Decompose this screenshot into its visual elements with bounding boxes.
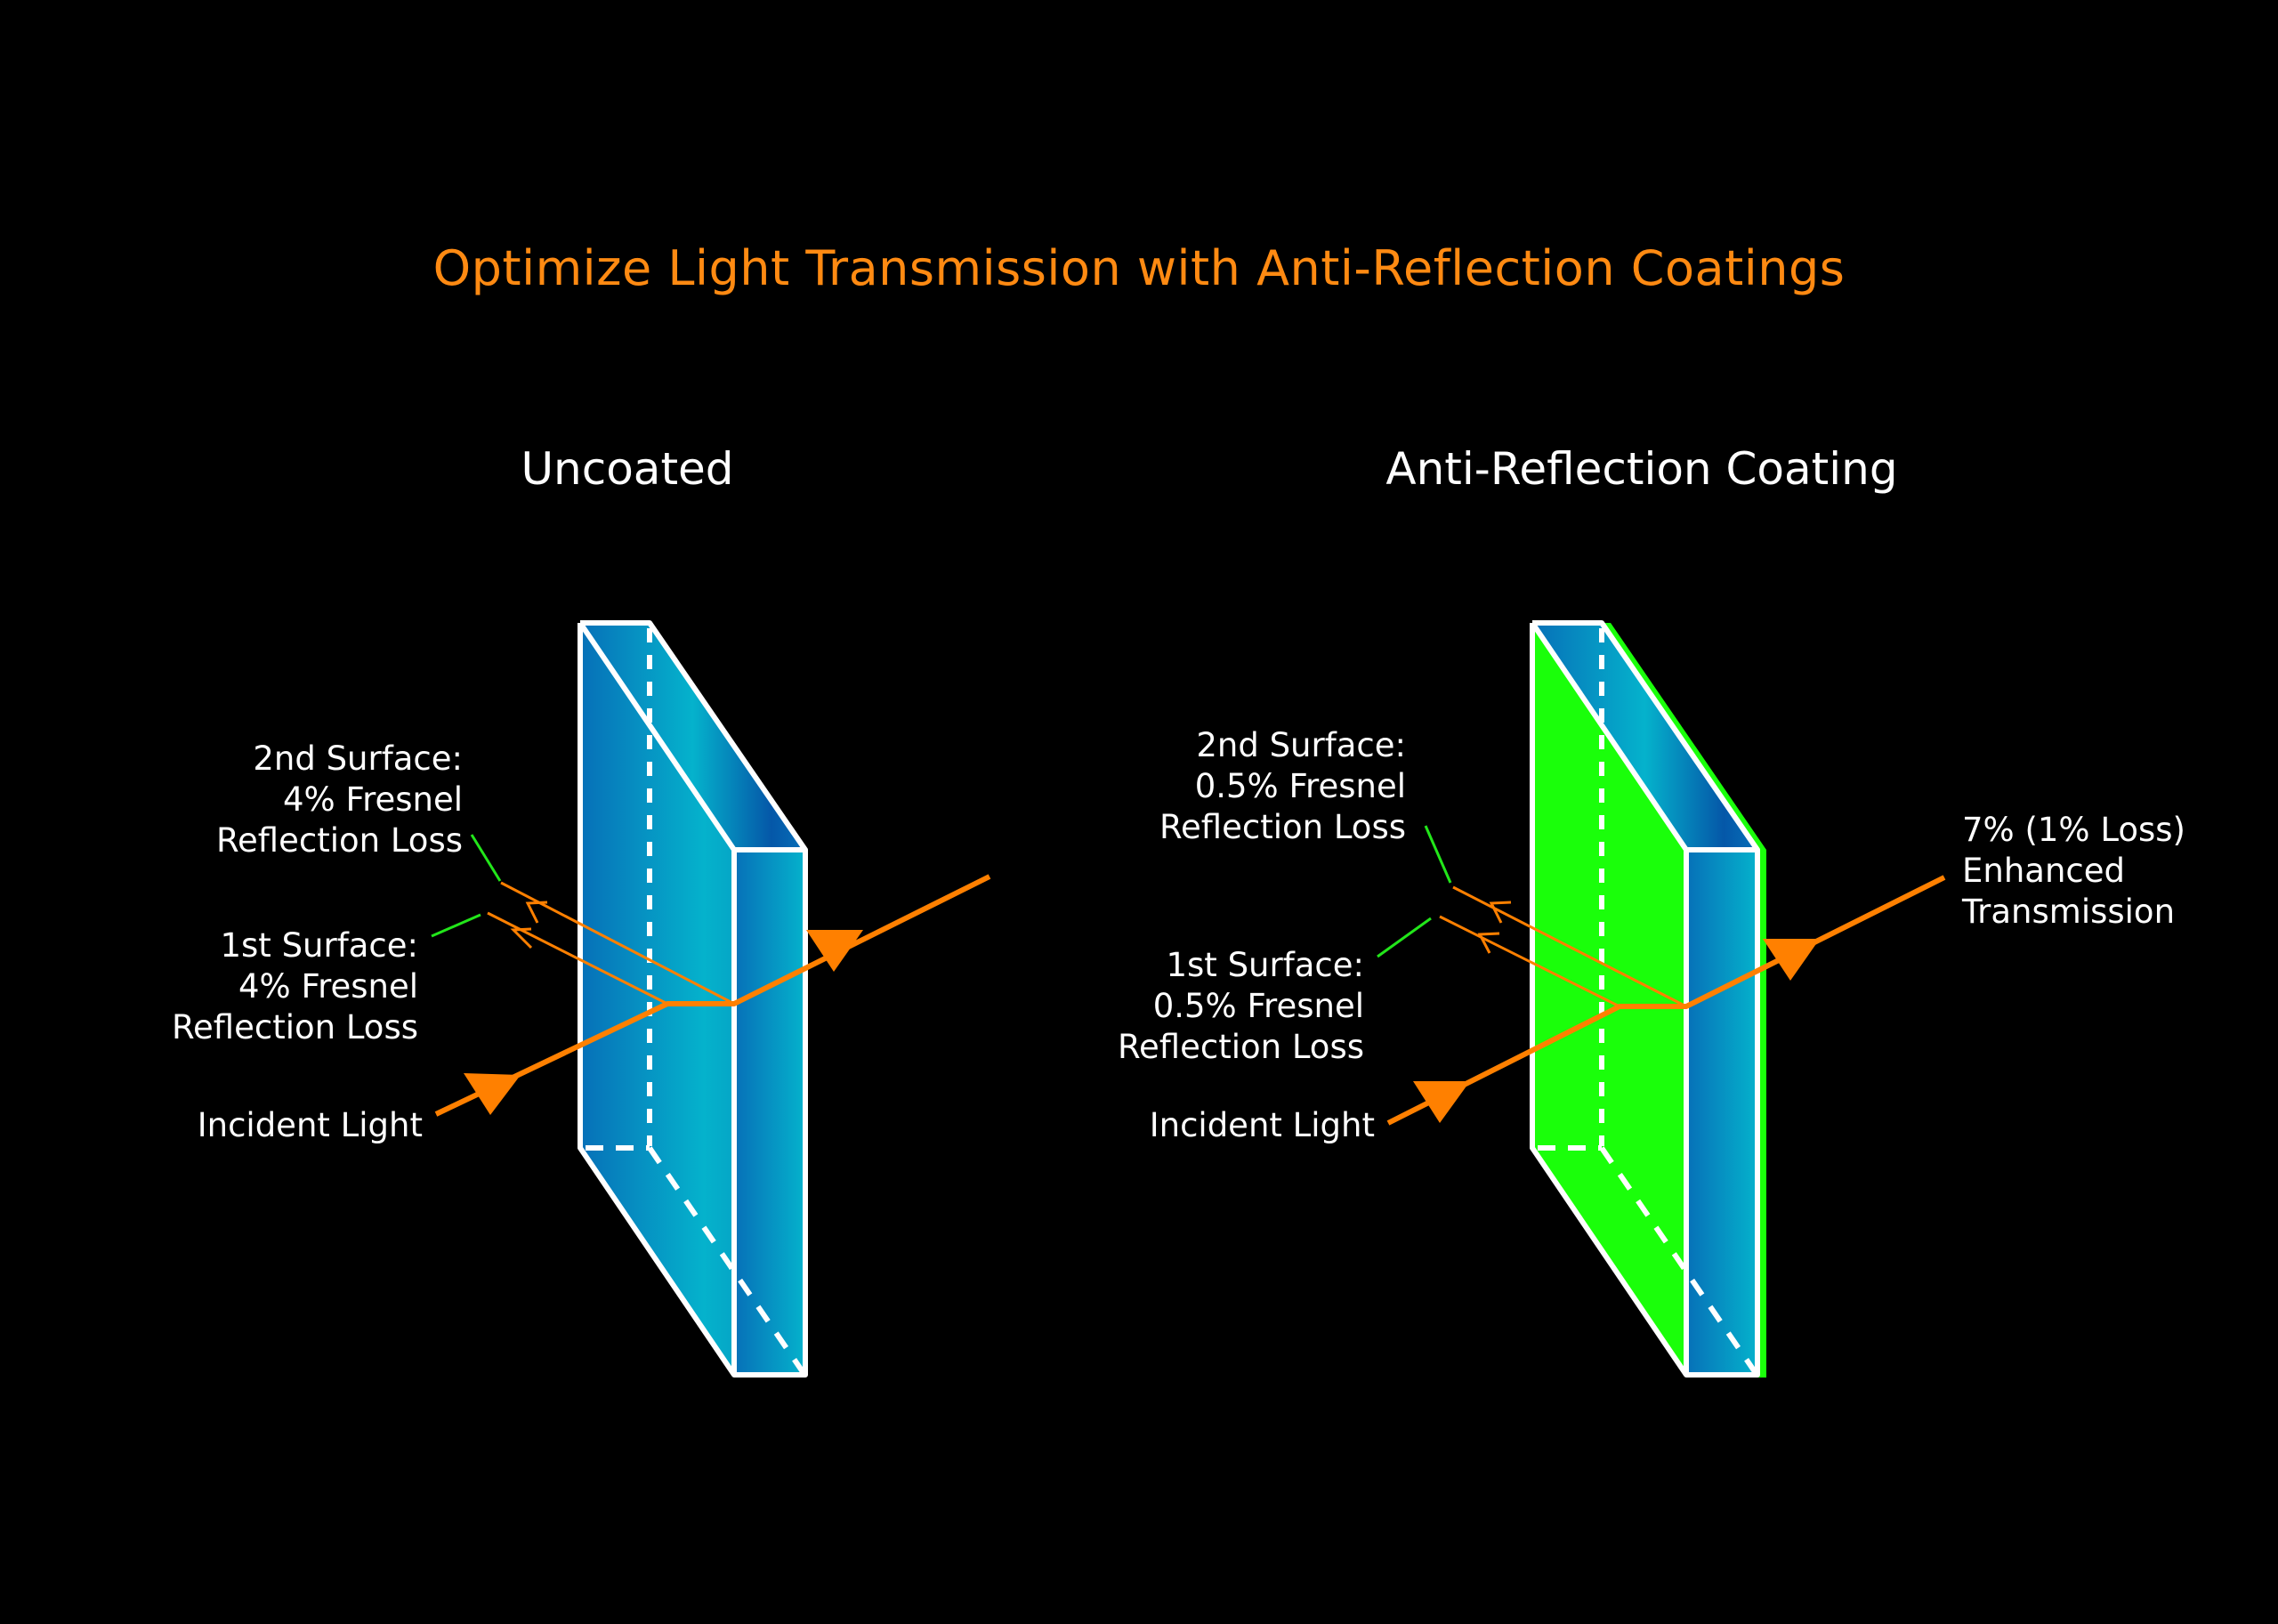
transmitted-arrowhead (806, 930, 863, 972)
hidden-edge (647, 1146, 806, 1375)
label-line: 4% Fresnel (283, 780, 463, 819)
reflection-arrowhead (1489, 901, 1512, 924)
panel-heading-coated: Anti-Reflection Coating (1385, 443, 1898, 495)
panel-heading-uncoated: Uncoated (521, 443, 734, 495)
hidden-edge (1599, 1146, 1758, 1375)
second-surface-label: 2nd Surface: 4% Fresnel Reflection Loss (160, 739, 463, 861)
slab-edge (1530, 621, 1689, 852)
label-line: 0.5% Fresnel (1152, 987, 1364, 1025)
leader-line-first-surface (1377, 917, 1432, 958)
slab-outline (1530, 620, 1760, 1378)
light-beam (434, 874, 991, 1117)
coated-slab (1377, 620, 1946, 1378)
first-surface-reflection (487, 911, 668, 1006)
slab-edge (578, 621, 737, 852)
label-line: 1st Surface: (220, 926, 418, 965)
label-line: 1st Surface: (1166, 946, 1364, 984)
reflection-arrowhead (1477, 932, 1500, 954)
second-surface-label: 2nd Surface: 0.5% Fresnel Reflection Los… (1103, 725, 1406, 848)
label-line: Reflection Loss (171, 1008, 418, 1046)
uncoated-slab (431, 620, 991, 1378)
label-line: 2nd Surface: (1196, 726, 1406, 764)
incident-arrowhead (464, 1073, 521, 1115)
label-line: Enhanced (1962, 852, 2125, 890)
slab-outline (578, 620, 808, 1378)
first-surface-label: 1st Surface: 4% Fresnel Reflection Loss (116, 925, 418, 1048)
first-surface-reflection (1439, 915, 1620, 1008)
slab-top-face (580, 623, 805, 850)
reflection-arrowhead (525, 901, 548, 924)
label-line: 4% Fresnel (238, 967, 418, 1006)
label-line: Reflection Loss (1159, 808, 1406, 846)
page-title: Optimize Light Transmission with Anti-Re… (432, 240, 1846, 296)
slab-edge (1684, 847, 1757, 1375)
enhanced-transmission-label: 7% (1% Loss) Enhanced Transmission (1962, 810, 2185, 933)
label-line: 7% (1% Loss) (1962, 811, 2185, 849)
label-line: Reflection Loss (215, 821, 463, 860)
slab-top-face (1532, 623, 1757, 850)
slab-side-face (1686, 850, 1757, 1375)
slab-edge (731, 847, 805, 1375)
incident-arrowhead (1413, 1081, 1470, 1123)
label-line: 0.5% Fresnel (1194, 767, 1406, 805)
leader-line-second-surface (470, 834, 502, 882)
label-line: Transmission (1962, 893, 2176, 931)
leader-line-first-surface (431, 913, 481, 938)
first-surface-label: 1st Surface: 0.5% Fresnel Reflection Los… (1059, 945, 1364, 1068)
reflection-arrowhead (510, 927, 533, 949)
label-line: 2nd Surface: (253, 739, 463, 778)
label-line: Reflection Loss (1117, 1028, 1364, 1066)
incident-light-label: Incident Light (1149, 1106, 1375, 1144)
transmitted-arrowhead (1763, 939, 1820, 981)
leader-line-second-surface (1424, 825, 1452, 884)
slab-side-face (734, 850, 805, 1375)
incident-light-label: Incident Light (197, 1106, 423, 1144)
